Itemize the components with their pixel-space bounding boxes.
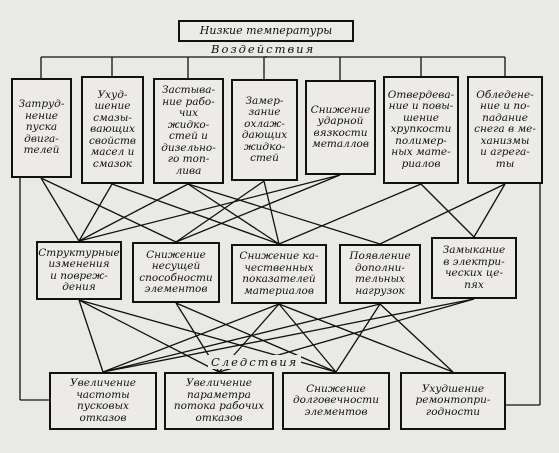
result-box-maintainability: Ухудшение ремонтопри- годности: [400, 372, 506, 430]
middle-to-result-line: [175, 302, 337, 373]
effect-box-icing: Обледене- ние и по- падание снега в ме- …: [467, 76, 543, 184]
effect-box-lubricants: Ухуд- шение смазы- вающих свойств масел …: [81, 76, 144, 184]
middle-box-electric-circuits: Замыкание в электри- ческих це- пях: [431, 237, 517, 299]
middle-box-material-quality: Снижение ка- чественных показателей мате…: [231, 244, 327, 304]
effect-to-middle-line: [278, 183, 422, 245]
effect-to-middle-line: [420, 183, 475, 238]
middle-to-result-line: [278, 303, 454, 373]
middle-box-structural-damage: Структурные изменения и повреж- дения: [36, 241, 122, 300]
effect-to-middle-line: [263, 180, 280, 245]
effect-to-middle-line: [187, 183, 280, 245]
middle-to-result-line: [379, 303, 454, 373]
middle-box-additional-loads: Появление дополни- тельных нагрузок: [339, 244, 421, 304]
effect-box-coolants: Замер- зание охлаж- дающих жидко- стей: [231, 79, 298, 181]
effect-to-middle-line: [175, 180, 265, 243]
effect-to-middle-line: [379, 183, 506, 245]
result-box-start-failures: Увеличение частоты пусковых отказов: [49, 372, 157, 430]
middle-to-result-line: [102, 298, 475, 373]
effect-to-middle-line: [175, 174, 341, 243]
middle-box-bearing-capacity: Снижение несущей способности элементов: [132, 242, 220, 303]
consequences-label: Следствия: [208, 355, 302, 369]
effect-to-middle-line: [40, 177, 80, 242]
effect-to-middle-line: [78, 183, 189, 242]
effects-label: Воздействия: [208, 42, 319, 56]
result-box-operating-failures: Увеличение параметра потока рабочих отка…: [164, 372, 274, 430]
middle-to-result-line: [78, 299, 104, 373]
middle-to-result-line: [78, 299, 220, 373]
effect-box-fluids: Застыва- ние рабо- чих жидко- стей и диз…: [153, 78, 224, 184]
middle-to-result-line: [102, 303, 280, 373]
middle-to-result-line: [102, 303, 381, 373]
effect-to-middle-line: [473, 183, 506, 238]
middle-to-result-line: [335, 303, 381, 373]
effect-to-middle-line: [187, 183, 381, 245]
effect-to-middle-line: [78, 174, 341, 242]
effect-to-middle-line: [78, 183, 113, 242]
effect-box-polymers: Отвердева- ние и повы- шение хрупкости п…: [383, 76, 459, 184]
effect-to-middle-line: [40, 177, 177, 243]
top-title-box: Низкие температуры: [178, 20, 354, 42]
effect-to-middle-line: [111, 183, 280, 245]
effect-box-engine-start: Затруд- нение пуска двига- телей: [11, 78, 72, 178]
middle-to-result-line: [278, 303, 337, 373]
effect-box-metals: Снижение ударной вязкости металлов: [305, 80, 376, 175]
result-box-durability: Снижение долговечности элементов: [282, 372, 390, 430]
